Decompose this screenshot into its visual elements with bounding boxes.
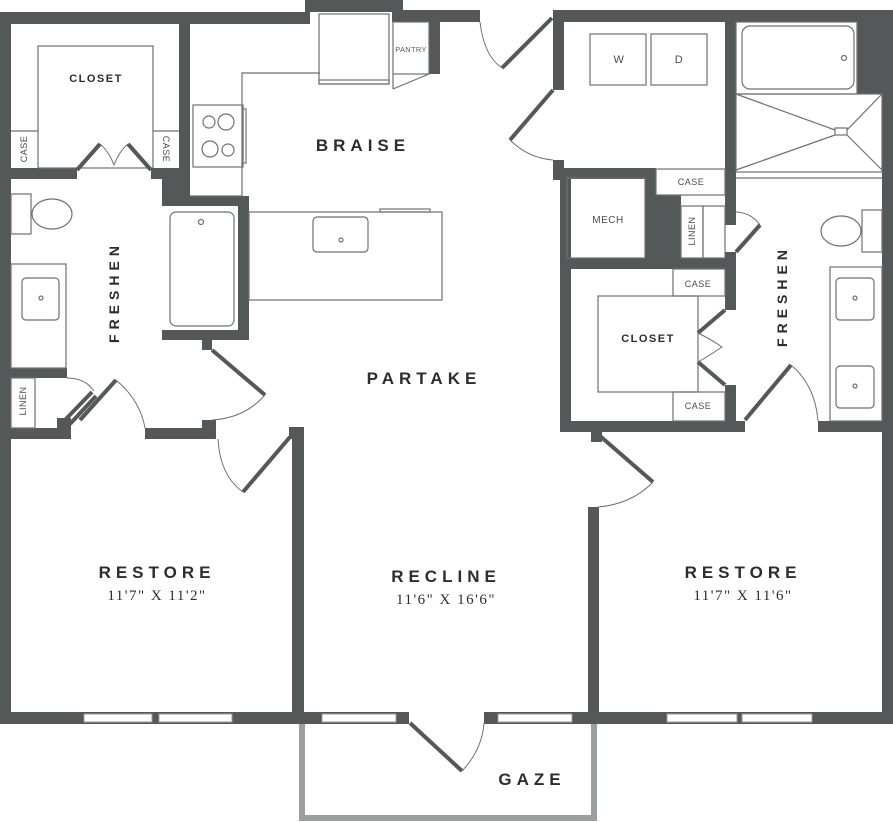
room-label-restore-left: RESTORE (98, 563, 216, 582)
room-label-recline: RECLINE (391, 567, 501, 586)
washer-label: W (613, 54, 625, 66)
doors (63, 16, 819, 773)
room-label-braise: BRAISE (315, 136, 411, 155)
room-dimensions-restore-left: 11'7" X 11'2" (107, 588, 207, 604)
case-label-right-closet-2: CASE (684, 401, 712, 411)
room-label-freshen-right: FRESHEN (774, 245, 790, 347)
room-label-closet-right: CLOSET (621, 333, 675, 345)
exterior-walls (0, 0, 893, 724)
case-label-left-closet-2: CASE (161, 135, 171, 163)
room-dimensions-restore-right: 11'7" X 11'6" (693, 588, 793, 604)
room-label-restore-right: RESTORE (684, 563, 802, 582)
room-label-closet-left: CLOSET (69, 73, 123, 85)
room-dimensions-recline: 11'6" X 16'6" (396, 592, 496, 608)
room-label-mech: MECH (592, 215, 624, 226)
windows (83, 713, 813, 723)
dryer-label: D (674, 54, 684, 66)
case-label-right-closet-1: CASE (684, 279, 712, 289)
fixture-outlines (10, 13, 883, 429)
pantry-label: PANTRY (395, 45, 427, 54)
case-label-left-closet-1: CASE (19, 135, 29, 163)
linen-label-right: LINEN (687, 216, 697, 246)
linen-label-left: LINEN (18, 386, 28, 416)
room-label-gaze: GAZE (498, 770, 566, 789)
room-label-freshen-left: FRESHEN (106, 241, 122, 343)
balcony-outline (299, 716, 597, 821)
room-label-partake: PARTAKE (366, 369, 482, 388)
interior-walls (11, 10, 893, 717)
case-label-laundry: CASE (677, 177, 705, 187)
